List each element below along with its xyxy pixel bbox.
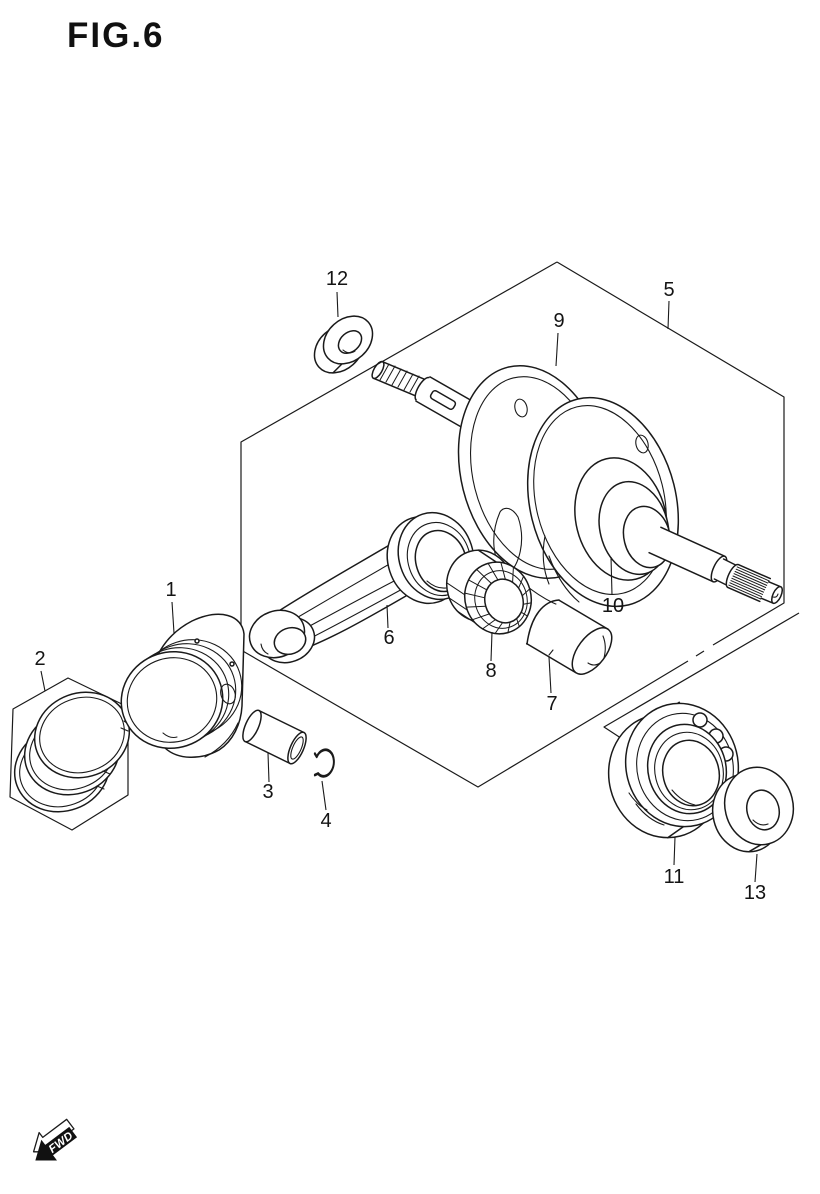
callout-2-label: 2 <box>34 648 45 670</box>
callout-5: 5 <box>663 279 675 330</box>
callout-9-leader <box>555 332 559 367</box>
crank-pin-drawing <box>525 599 613 675</box>
seal12-curl <box>342 349 356 354</box>
piston-skirt-edge <box>204 722 239 758</box>
callout-12: 12 <box>326 268 348 318</box>
bigend-curl <box>426 580 447 589</box>
callout-6-label: 6 <box>383 627 394 649</box>
callout-1-label: 1 <box>165 579 176 601</box>
smallend-curl <box>260 643 269 655</box>
piston-ring-set-drawing <box>9 677 131 831</box>
right-web-hole <box>635 434 649 454</box>
circlip-drawing <box>313 748 335 778</box>
fwd-arrow: FWD <box>32 1118 78 1161</box>
pin-notch <box>548 649 554 656</box>
ball-1 <box>692 712 708 728</box>
left-web-window <box>493 507 523 577</box>
bigend-gap-arcs <box>542 535 580 603</box>
seal13-curl <box>752 819 769 826</box>
crank-right-web <box>526 396 680 608</box>
inner-race-face <box>654 731 724 811</box>
callout-10-leader <box>610 556 613 596</box>
piston-crown <box>120 650 224 750</box>
callout-7: 7 <box>546 656 558 715</box>
piston-drawing <box>120 613 245 758</box>
piston-pin-hole <box>220 683 236 705</box>
pin-far-cap <box>526 599 560 645</box>
callout-3-label: 3 <box>262 781 273 803</box>
callout-12-leader <box>336 291 339 318</box>
callout-11-label: 11 <box>664 866 685 888</box>
callout-11: 11 <box>664 836 685 888</box>
cage-mid-ring <box>474 570 528 629</box>
callout-2: 2 <box>34 648 46 692</box>
piston-crown-curl <box>162 732 178 739</box>
pin-open-end <box>287 731 307 765</box>
oil-seal-12-drawing <box>313 315 374 374</box>
piston-pin-drawing <box>242 709 307 765</box>
pin-closed-end <box>242 709 262 743</box>
bore-depth-arc <box>671 789 696 806</box>
cage-arcs <box>628 792 665 826</box>
bearing-bore <box>661 739 721 807</box>
fwd-arrow-body <box>35 1126 78 1161</box>
callout-4-label: 4 <box>320 810 331 832</box>
callout-7-label: 7 <box>546 693 557 715</box>
callout-10: 10 <box>602 556 624 617</box>
crankshaft-drawing <box>371 360 784 609</box>
callout-6: 6 <box>383 604 395 649</box>
pin-face-curl <box>587 662 601 666</box>
callout-4-leader <box>321 780 327 811</box>
callout-3: 3 <box>262 752 274 803</box>
thread-tip <box>371 360 385 380</box>
shaft-tip-face <box>770 585 784 605</box>
circlip-ring <box>313 748 335 778</box>
spline-teeth <box>728 566 770 600</box>
callout-8: 8 <box>485 631 497 682</box>
seal13-bore <box>745 789 781 831</box>
callout-12-label: 12 <box>326 268 348 290</box>
callout-13-label: 13 <box>744 882 766 904</box>
callout-8-label: 8 <box>485 660 496 682</box>
pin-bore <box>290 736 304 760</box>
callout-9-label: 9 <box>553 310 564 332</box>
callout-7-leader <box>548 656 552 694</box>
callout-13: 13 <box>744 853 766 904</box>
callout-10-label: 10 <box>602 595 624 617</box>
oil-seal-13-drawing <box>711 766 795 853</box>
right-web-rim <box>533 405 667 595</box>
callout-2-leader <box>40 670 46 692</box>
smallend-bore <box>273 626 307 656</box>
keyway <box>429 389 457 411</box>
callout-11-leader <box>673 836 676 866</box>
callout-8-leader <box>490 631 493 662</box>
top-ring <box>33 691 131 779</box>
piston-crown-inner <box>126 657 218 743</box>
left-web-hole <box>514 398 528 418</box>
callout-4: 4 <box>320 780 332 832</box>
callout-1-leader <box>171 601 175 634</box>
ring-locator-pin-1 <box>194 638 200 644</box>
figure-title: FIG.6 <box>67 16 165 55</box>
callout-9: 9 <box>553 310 565 367</box>
callout-5-label: 5 <box>663 279 674 301</box>
callout-3-leader <box>267 752 270 783</box>
thread-hatch <box>379 363 426 396</box>
needle-bearing-drawing <box>446 549 532 635</box>
callout-13-leader <box>754 853 758 883</box>
cage-bore <box>484 578 524 624</box>
callout-6-leader <box>386 604 389 629</box>
callout-5-leader <box>667 300 670 330</box>
callout-1: 1 <box>165 579 177 634</box>
crank-right-shaft <box>648 526 784 605</box>
tip-curl <box>772 593 779 598</box>
pin-face-rim <box>602 635 606 659</box>
pin-end-face <box>571 627 613 675</box>
ring-locator-pin-2 <box>229 661 235 667</box>
seal12-bore <box>337 330 363 354</box>
callouts: 1 2 3 4 5 6 7 8 <box>34 268 766 904</box>
